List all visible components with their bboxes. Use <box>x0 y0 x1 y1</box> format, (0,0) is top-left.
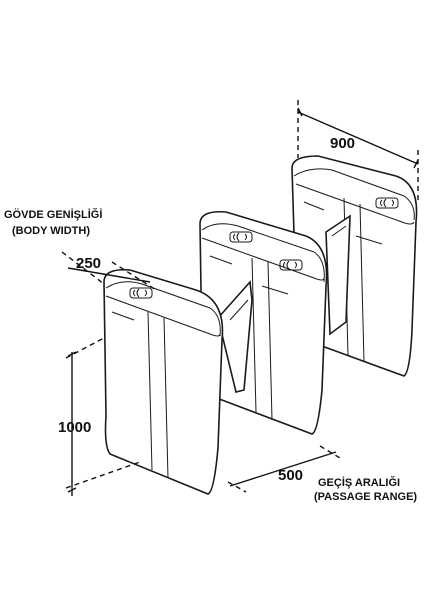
cabinet-middle <box>199 210 328 435</box>
dimension-passage <box>227 445 341 493</box>
passage-label-en: (PASSAGE RANGE) <box>314 491 417 503</box>
passage-label-tr: GEÇİŞ ARALIĞI <box>318 476 400 489</box>
dimension-passage-label: 500 <box>278 467 303 484</box>
dimension-length-label: 900 <box>330 135 355 152</box>
dimension-height-label: 1000 <box>58 419 91 436</box>
dimension-width <box>61 251 157 291</box>
rfid-icon-middle-b <box>283 260 297 270</box>
wing-flap-left <box>217 280 253 393</box>
body-width-label-en: (BODY WIDTH) <box>12 225 90 237</box>
rfid-icon-back <box>380 198 394 208</box>
dimension-height <box>65 337 141 496</box>
cabinet-front <box>103 268 224 495</box>
dimension-length <box>297 100 419 200</box>
dimension-width-label: 250 <box>76 255 101 272</box>
rfid-icon-middle-a <box>233 232 247 242</box>
rfid-icon-front <box>133 288 147 298</box>
body-width-label-tr: GÖVDE GENİŞLİĞİ <box>4 208 102 221</box>
wing-flap-right <box>325 214 351 336</box>
